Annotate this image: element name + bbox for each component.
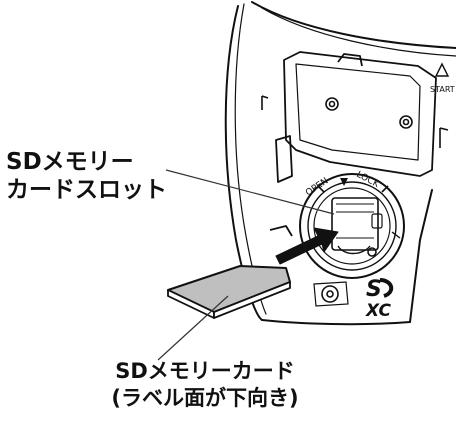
card-leader-line (157, 295, 229, 361)
sd-card-callout-line2: (ラベル面が下向き) (111, 386, 299, 410)
slot-dial (299, 173, 405, 279)
start-text: START (430, 85, 455, 94)
sd-card-callout-line1: SDメモリーカード (115, 359, 295, 383)
xc-logo-text: XC (365, 301, 392, 321)
camera-body (224, 1, 456, 326)
lock-text: LOCK (355, 170, 382, 191)
dial-pointer-icon (340, 178, 348, 186)
screw-bottom (313, 281, 349, 307)
inner-compartment (261, 51, 449, 237)
open-text: OPEN (304, 176, 330, 198)
screw-right (399, 115, 413, 129)
sd-slot-callout-line1: SDメモリー (6, 149, 134, 175)
slot-leader-line (165, 169, 335, 215)
card-slot (331, 197, 401, 257)
sd-logo-text: S (366, 277, 382, 302)
screw-left (325, 97, 339, 111)
sd-slot-callout-line2: カードスロット (6, 177, 167, 203)
insertion-arrow-icon (275, 227, 339, 265)
sd-memory-card (167, 265, 291, 319)
sd-card-callout: SDメモリーカード (ラベル面が下向き) (90, 358, 320, 412)
start-marker: START (430, 62, 455, 94)
sd-logo-swoosh-icon (379, 278, 394, 298)
sd-slot-callout: SDメモリー カードスロット (6, 148, 167, 204)
sdxc-logo: S XC (365, 277, 394, 321)
